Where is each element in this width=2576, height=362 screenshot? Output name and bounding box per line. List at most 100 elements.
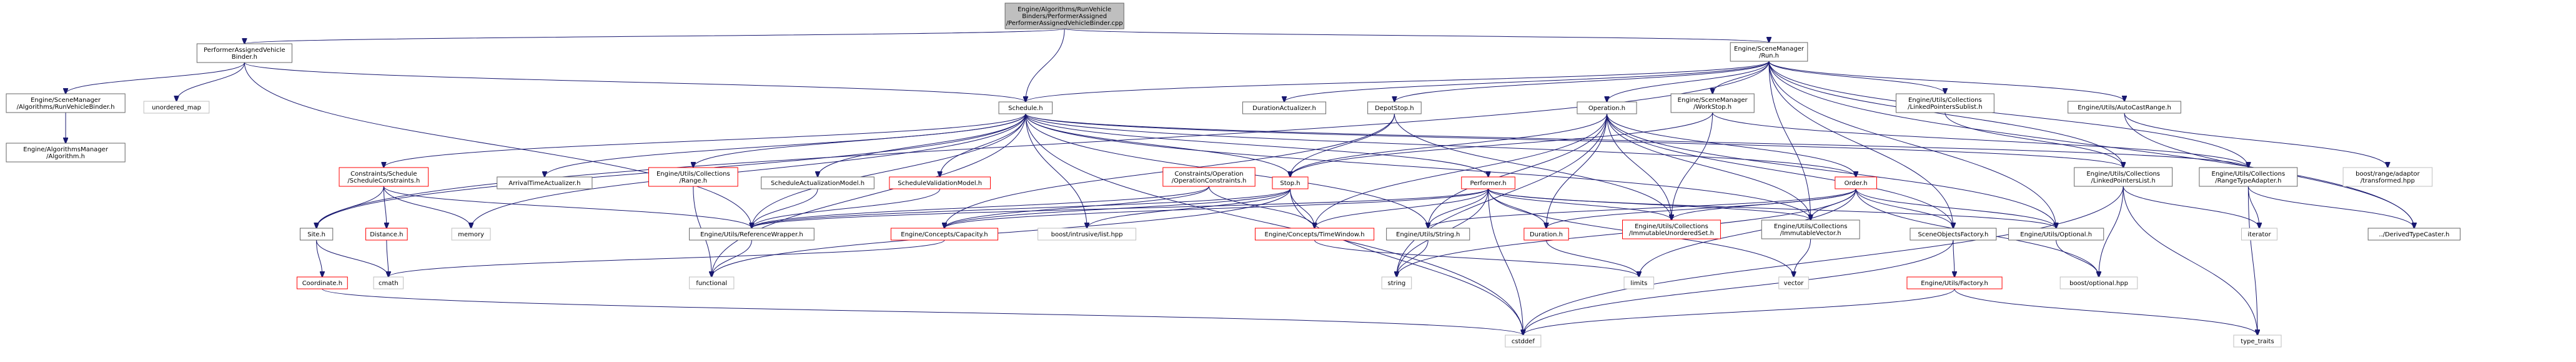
node-run[interactable]: Engine/SceneManager/Run.h [1730, 42, 1808, 62]
node-typetraits[interactable]: type_traits [2233, 334, 2282, 348]
node-label: Engine/Algorithms/RunVehicle [1018, 6, 1111, 13]
node-label: memory [458, 231, 484, 238]
node-functional[interactable]: functional [689, 276, 735, 289]
edge-performer-timewindow [1315, 188, 1489, 228]
edge-lpl-boostopt [2099, 186, 2124, 277]
node-arrival[interactable]: ArrivalTimeActualizer.h [497, 176, 593, 189]
node-label: Engine/Utils/Collections [2212, 171, 2286, 178]
node-box [1505, 334, 1542, 348]
edge-refwrap-functional [711, 239, 752, 277]
node-label: /WorkStop.h [1693, 104, 1731, 111]
node-label: /ImmutableUnorderedSet.h [1629, 230, 1714, 237]
node-umap[interactable]: unordered_map [143, 101, 210, 114]
node-timewindow[interactable]: Engine/Concepts/TimeWindow.h [1254, 228, 1375, 241]
node-box [365, 228, 408, 241]
node-iv[interactable]: Engine/Utils/Collections/ImmutableVector… [1761, 219, 1860, 239]
node-range[interactable]: Engine/Utils/Collections/Range.h [648, 167, 738, 187]
node-label: Constraints/Operation [1174, 171, 1243, 178]
node-lpl[interactable]: Engine/Utils/Collections/LinkedPointersL… [2074, 167, 2173, 187]
node-label: Engine/Utils/Collections [2086, 171, 2160, 178]
node-schedval[interactable]: ScheduleValidationModel.h [889, 176, 991, 189]
node-ius[interactable]: Engine/Utils/Collections/ImmutableUnorde… [1622, 219, 1721, 239]
edge-workstop-rta [1712, 112, 2249, 168]
node-ustring[interactable]: Engine/Utils/String.h [1386, 228, 1470, 241]
node-box [1895, 93, 1994, 113]
node-capacity[interactable]: Engine/Concepts/Capacity.h [890, 228, 999, 241]
node-depot[interactable]: DepotStop.h [1367, 101, 1422, 114]
node-autocast[interactable]: Engine/Utils/AutoCastRange.h [2068, 101, 2181, 114]
node-box [2241, 228, 2278, 241]
node-pavb[interactable]: PerformerAssignedVehicleBinder.h [196, 43, 292, 63]
node-box [296, 276, 348, 289]
edge-schedule-constraints [384, 113, 1026, 168]
node-root[interactable]: Engine/Algorithms/RunVehicleBinders/Perf… [1004, 3, 1124, 29]
edge-depot-ius [1394, 113, 1672, 220]
node-vector[interactable]: vector [1778, 276, 1809, 289]
edge-run-optional [1768, 61, 2056, 228]
node-box [2074, 167, 2173, 187]
node-string[interactable]: string [1381, 276, 1412, 289]
edge-coordinate-cstddef [322, 288, 1523, 335]
node-label: Engine/AlgorithmsManager [23, 146, 109, 153]
node-refwrap[interactable]: Engine/Utils/ReferenceWrapper.h [689, 228, 815, 241]
node-schedule[interactable]: Schedule.h [998, 101, 1053, 114]
node-distance[interactable]: Distance.h [365, 228, 408, 241]
node-order[interactable]: Order.h [1835, 176, 1877, 189]
node-boostrange[interactable]: boost/range/adaptor/transformed.hpp [2342, 167, 2433, 187]
node-site[interactable]: Site.h [299, 228, 334, 241]
edge-order-limits [1639, 188, 1856, 277]
node-algo[interactable]: Engine/AlgorithmsManager/Algorithm.h [6, 143, 126, 163]
edge-constraints-memory [383, 186, 471, 228]
node-label: Performer.h [1470, 180, 1506, 187]
node-sof[interactable]: SceneObjectsFactory.h [1910, 228, 1997, 241]
node-label: ScheduleActualizationModel.h [771, 180, 864, 187]
edge-root-pavb [244, 28, 1065, 44]
edge-workstop-stop [1290, 112, 1713, 177]
node-optional[interactable]: Engine/Utils/Optional.h [2008, 228, 2104, 241]
node-iterator[interactable]: iterator [2241, 228, 2278, 241]
node-operation[interactable]: Operation.h [1577, 101, 1637, 114]
edge-timewindow-limits [1314, 239, 1639, 277]
edge-capacity-cmath [389, 239, 945, 277]
node-stop[interactable]: Stop.h [1272, 176, 1309, 189]
node-label: Engine/Utils/Collections [1635, 223, 1708, 230]
node-box [1761, 219, 1860, 239]
edge-schedule-order [1025, 113, 1856, 177]
node-label: Operation.h [1588, 105, 1625, 112]
node-box [1272, 176, 1309, 189]
node-performer[interactable]: Performer.h [1461, 176, 1515, 189]
edge-operation-sof [1607, 113, 1953, 228]
edge-schedule-lpl [1025, 113, 2123, 168]
node-cstddef[interactable]: cstddef [1505, 334, 1542, 348]
edge-operation-timewindow [1315, 113, 1607, 228]
node-limits[interactable]: limits [1623, 276, 1655, 289]
node-box [1523, 228, 1569, 241]
edge-constraints-site [317, 186, 384, 228]
edge-performer-duration [1488, 188, 1547, 228]
node-memory[interactable]: memory [451, 228, 491, 241]
edge-ustring-string [1397, 239, 1429, 277]
edge-schedule-range [693, 113, 1026, 168]
edge-stop-functional [711, 188, 1290, 277]
node-boostopt[interactable]: boost/optional.hpp [2059, 276, 2138, 289]
node-constraints[interactable]: Constraints/Schedule/ScheduleConstraints… [339, 167, 429, 187]
node-factory[interactable]: Engine/Utils/Factory.h [1906, 276, 2003, 289]
edge-run-schedule [1026, 61, 1770, 102]
node-intrusive[interactable]: boost/intrusive/list.hpp [1038, 228, 1137, 241]
node-opconstraints[interactable]: Constraints/Operation/OperationConstrain… [1162, 167, 1256, 187]
node-duract[interactable]: DurationActualizer.h [1242, 101, 1327, 114]
node-lps[interactable]: Engine/Utils/Collections/LinkedPointersS… [1895, 93, 1994, 113]
node-label: Stop.h [1280, 180, 1300, 187]
node-duration[interactable]: Duration.h [1523, 228, 1569, 241]
edge-rta-typetraits [2247, 186, 2257, 335]
node-sm_rvb[interactable]: Engine/SceneManager/Algorithms/RunVehicl… [6, 93, 126, 113]
node-workstop[interactable]: Engine/SceneManager/WorkStop.h [1670, 93, 1755, 113]
edge-opconstraints-timewindow [1209, 186, 1315, 228]
node-dtc[interactable]: ../DerivedTypeCaster.h [2367, 228, 2461, 241]
node-label: Engine/Utils/Collections [1774, 223, 1848, 230]
edge-lpl-typetraits [2123, 186, 2257, 335]
node-rta[interactable]: Engine/Utils/Collections/RangeTypeAdapte… [2199, 167, 2298, 187]
node-schedact[interactable]: ScheduleActualizationModel.h [761, 176, 874, 189]
node-cmath[interactable]: cmath [373, 276, 404, 289]
node-coordinate[interactable]: Coordinate.h [296, 276, 348, 289]
